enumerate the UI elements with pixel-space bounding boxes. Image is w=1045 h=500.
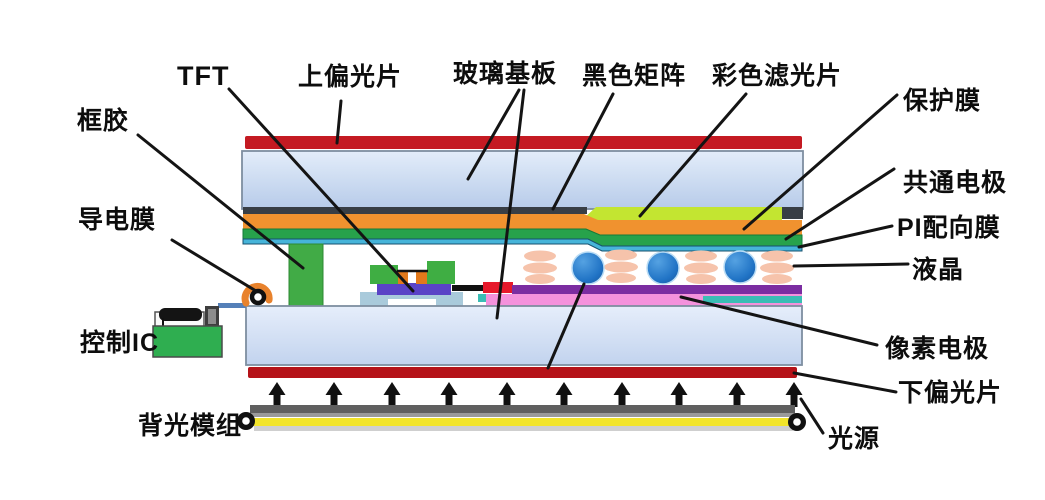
tft-base-slot	[388, 299, 436, 306]
label-control-ic: 控制IC	[80, 329, 159, 357]
pointer-line-liquid-crystal	[792, 262, 910, 268]
light-arrow	[785, 382, 803, 407]
lc-molecule-cluster	[760, 250, 794, 284]
storage-teal-fragment	[478, 294, 488, 302]
pointer-line-light-source	[799, 397, 825, 435]
label-pi-alignment-film: PI配向膜	[897, 213, 1001, 242]
pointer-lines	[136, 87, 910, 435]
light-arrow	[268, 382, 286, 407]
backlight-diffuser-bar	[254, 426, 793, 431]
backlight-reflector-edge	[250, 413, 795, 417]
protective-film-layer	[243, 214, 802, 235]
top-glass-substrate	[241, 150, 804, 210]
backlight-lightguide-bar	[252, 418, 793, 426]
liquid-crystal-region	[523, 249, 794, 285]
flex-connector-line	[218, 303, 246, 308]
label-protective-film: 保护膜	[902, 87, 981, 115]
color-filter-layer	[582, 207, 782, 220]
label-common-electrode: 共通电极	[903, 169, 1007, 197]
pointer-line-pixel-electrode	[679, 295, 879, 347]
pointer-line-lower-polarizer	[792, 371, 898, 394]
upper-polarizer-layer	[245, 136, 802, 149]
backlight-module	[237, 405, 806, 431]
label-black-matrix: 黑色矩阵	[582, 61, 686, 90]
red-stopper-block	[483, 282, 513, 293]
pointer-line-glass-top	[466, 88, 521, 181]
frame-sealant-column	[288, 243, 324, 307]
pointer-line-common-electrode	[784, 167, 896, 241]
lc-molecule-cluster	[684, 250, 718, 284]
control-ic-body	[152, 325, 223, 358]
bottom-glass-substrate	[245, 305, 803, 366]
label-light-source: 光源	[827, 425, 880, 453]
upper-cell-stack	[241, 136, 804, 252]
lc-molecule-cluster	[604, 249, 638, 283]
bottom-purple-bar	[512, 285, 802, 295]
light-arrow	[670, 382, 688, 407]
conductive-film-ring	[249, 288, 267, 306]
label-upper-polarizer: 上偏光片	[298, 62, 402, 91]
lc-sphere	[571, 251, 605, 285]
black-matrix-right-block	[782, 207, 803, 219]
ic-connector-inner	[208, 309, 216, 324]
tft-electrode-left	[370, 265, 398, 284]
pointer-line-color-filter	[638, 92, 748, 218]
light-arrow	[498, 382, 516, 407]
light-arrow	[440, 382, 458, 407]
light-arrow	[613, 382, 631, 407]
ic-chip-pill	[159, 308, 202, 321]
lower-polarizer-layer	[248, 367, 797, 378]
black-matrix-layer	[243, 207, 587, 214]
pointer-line-pi-film	[797, 224, 894, 249]
lc-sphere	[646, 251, 680, 285]
label-lower-polarizer: 下偏光片	[898, 378, 1002, 407]
pointer-line-frame-sealant	[136, 133, 305, 270]
light-arrows	[268, 382, 803, 407]
pointer-line-protective-film	[742, 93, 899, 231]
control-ic-assembly	[152, 283, 273, 358]
light-arrow	[728, 382, 746, 407]
label-frame-sealant: 框胶	[77, 106, 129, 135]
light-arrow	[555, 382, 573, 407]
pointer-line-conductive-film	[170, 238, 258, 293]
label-backlight-module: 背光模组	[138, 411, 242, 440]
light-source-lamp-right-core	[793, 418, 801, 426]
tft-gate	[377, 283, 451, 295]
label-liquid-crystal: 液晶	[912, 255, 964, 284]
pointer-line-glass-bottom	[495, 88, 526, 320]
label-conductive-film: 导电膜	[78, 206, 156, 234]
pointer-line-black-matrix	[551, 92, 615, 211]
labels: TFT 框胶 导电膜 控制IC 背光模组 上偏光片 玻璃基板 黑色矩阵 彩色滤光…	[77, 59, 1007, 453]
light-source-lamp-left-core	[242, 417, 250, 425]
light-arrow	[383, 382, 401, 407]
storage-teal-bar	[703, 296, 802, 303]
label-pixel-electrode: 像素电极	[885, 335, 989, 363]
backlight-reflector-bar	[250, 405, 795, 415]
pointer-line-upper-polarizer	[335, 99, 343, 145]
conductive-film-arc	[241, 283, 273, 307]
label-glass-substrate: 玻璃基板	[453, 59, 557, 88]
lc-molecule-cluster	[523, 250, 557, 284]
pointer-line-tft	[227, 87, 415, 293]
lc-sphere	[723, 250, 757, 284]
pi-alignment-film-layer	[242, 238, 803, 252]
tft-electrode-right	[427, 261, 455, 284]
pointer-line-aux	[546, 282, 586, 370]
label-color-filter: 彩色滤光片	[712, 61, 842, 90]
lower-electrode-bars	[478, 285, 802, 307]
label-tft: TFT	[177, 61, 229, 91]
light-arrow	[325, 382, 343, 407]
tft-structure	[360, 261, 513, 306]
